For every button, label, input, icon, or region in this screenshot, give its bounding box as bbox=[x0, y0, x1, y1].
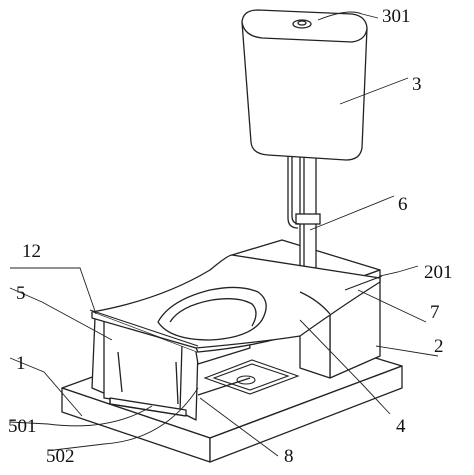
seat-edge-trim bbox=[89, 275, 383, 347]
label-301: 301 bbox=[382, 6, 411, 27]
label-502: 502 bbox=[46, 446, 75, 467]
label-2: 2 bbox=[434, 336, 444, 357]
water-tank bbox=[241, 9, 368, 161]
label-12: 12 bbox=[22, 241, 41, 262]
label-201: 201 bbox=[424, 262, 453, 283]
label-8: 8 bbox=[284, 446, 294, 467]
label-3: 3 bbox=[412, 74, 422, 95]
label-6: 6 bbox=[398, 194, 408, 215]
leader-lines bbox=[9, 11, 439, 457]
support-frame bbox=[91, 317, 251, 421]
label-501: 501 bbox=[8, 416, 37, 437]
drain-basin bbox=[203, 359, 300, 395]
squat-seat bbox=[91, 254, 381, 353]
label-7: 7 bbox=[430, 302, 440, 323]
reference-labels: 301 3 6 12 201 5 7 2 1 4 501 502 8 bbox=[8, 6, 453, 467]
label-5: 5 bbox=[16, 283, 26, 304]
label-4: 4 bbox=[396, 416, 406, 437]
label-1: 1 bbox=[16, 353, 26, 374]
